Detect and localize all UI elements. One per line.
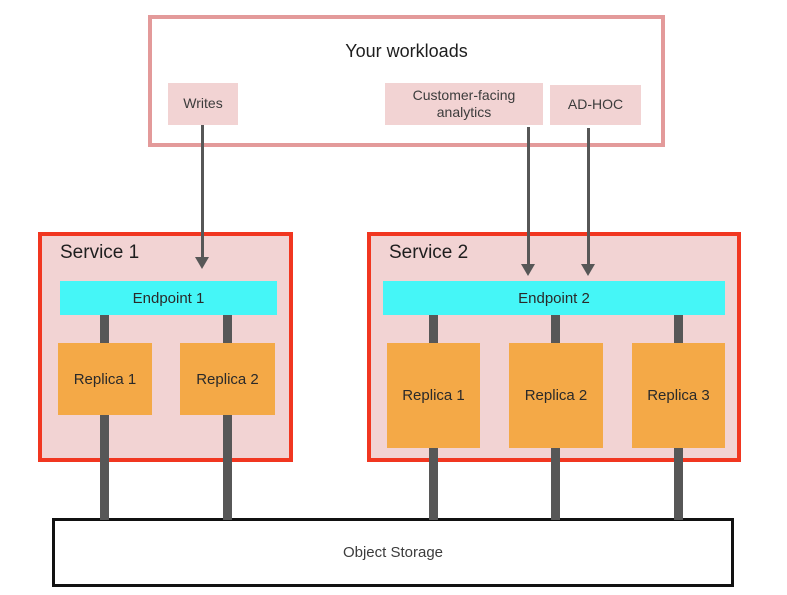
object-storage-label: Object Storage: [342, 544, 444, 561]
connector-s2-endpoint-replica2: [551, 315, 560, 343]
service-2-replica-3-box: Replica 3: [632, 343, 725, 448]
connector-s2-replica1-storage: [429, 445, 438, 520]
connector-s1-endpoint-replica1: [100, 315, 109, 343]
connector-s2-replica2-storage: [551, 445, 560, 520]
service-2-box: Service 2 Endpoint 2 Replica 1 Replica 2…: [367, 232, 741, 462]
service-1-box: Service 1 Endpoint 1 Replica 1 Replica 2: [38, 232, 293, 462]
service-1-replica-2-box: Replica 2: [180, 343, 275, 415]
connector-s2-endpoint-replica1: [429, 315, 438, 343]
arrow-writes-to-endpoint1: [201, 125, 204, 257]
service-1-replica-1-box: Replica 1: [58, 343, 152, 415]
arrow-adhoc-to-endpoint2: [587, 128, 590, 264]
service-1-title: Service 1: [60, 242, 140, 263]
arrow-analytics-to-endpoint2: [527, 127, 530, 264]
connector-s2-endpoint-replica3: [674, 315, 683, 343]
connector-s1-endpoint-replica2: [223, 315, 232, 343]
your-workloads-box: Your workloads Writes Customer-facing an…: [148, 15, 665, 147]
workloads-title: Your workloads: [345, 41, 468, 61]
connector-s2-replica3-storage: [674, 445, 683, 520]
workload-chip-customer-facing-analytics: Customer-facing analytics: [385, 83, 543, 125]
arrow-analytics-head-icon: [521, 264, 535, 276]
connector-s1-replica2-storage: [223, 412, 232, 520]
service-1-endpoint-bar: Endpoint 1: [60, 281, 277, 315]
service-2-replica-1-box: Replica 1: [387, 343, 480, 448]
arrow-adhoc-head-icon: [581, 264, 595, 276]
arrow-writes-head-icon: [195, 257, 209, 269]
object-storage-box: Object Storage: [52, 518, 734, 587]
workload-chip-ad-hoc: AD-HOC: [550, 85, 641, 125]
service-2-endpoint-bar: Endpoint 2: [383, 281, 725, 315]
connector-s1-replica1-storage: [100, 412, 109, 520]
service-2-title: Service 2: [389, 242, 469, 263]
workload-chip-writes: Writes: [168, 83, 238, 125]
service-2-replica-2-box: Replica 2: [509, 343, 603, 448]
